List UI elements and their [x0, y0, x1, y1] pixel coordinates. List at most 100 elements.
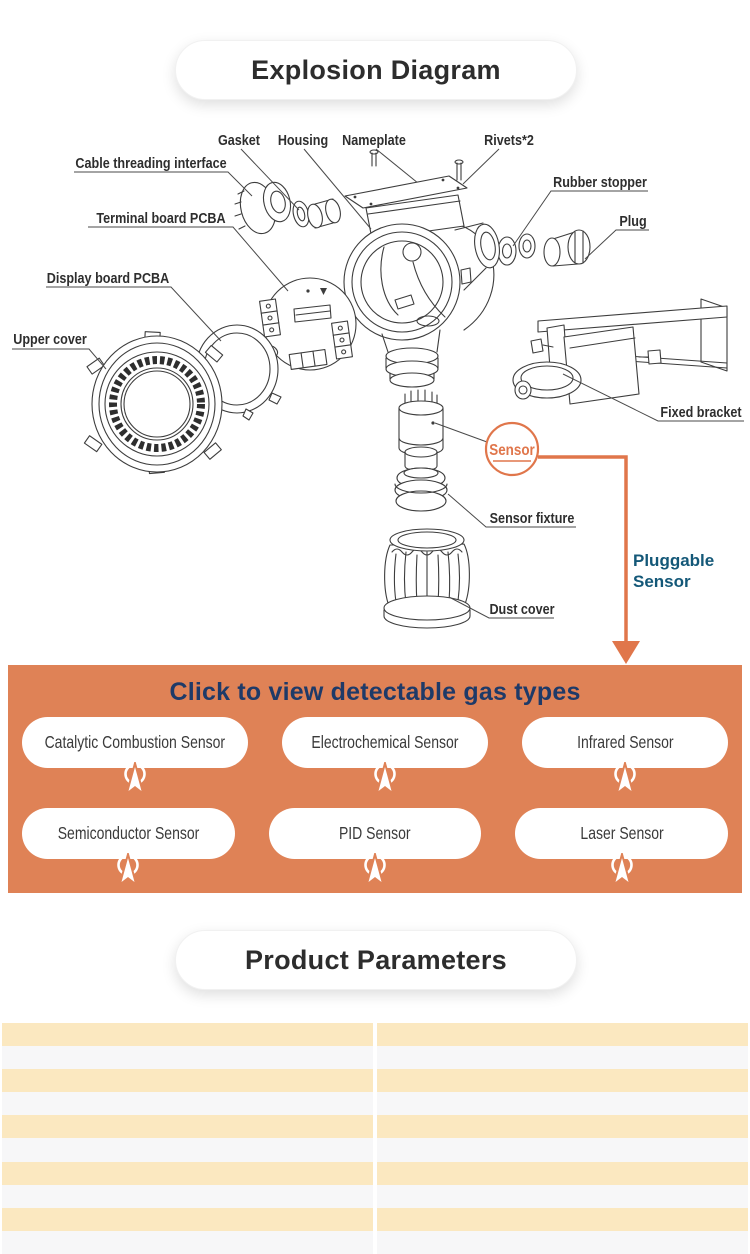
label-pluggable-sensor-line2: Sensor — [633, 572, 691, 591]
terminal-board-pcba-drawing — [259, 277, 357, 371]
table-cell — [377, 1115, 748, 1139]
arrow-down-icon — [612, 641, 640, 664]
label-sensor-fixture: Sensor fixture — [490, 509, 575, 526]
click-icon — [117, 853, 140, 888]
label-housing: Housing — [278, 131, 328, 148]
label-dust-cover: Dust cover — [489, 600, 555, 617]
click-icon — [364, 853, 386, 888]
table-row — [2, 1161, 748, 1185]
label-plug: Plug — [619, 212, 646, 229]
callout-lines — [12, 148, 744, 619]
spacer-cylinder-drawing — [307, 198, 341, 229]
table-row — [2, 1184, 748, 1208]
table-row — [2, 1046, 748, 1070]
table-row — [2, 1115, 748, 1139]
sensor-button-pid[interactable]: PID Sensor — [268, 808, 482, 859]
table-cell — [2, 1138, 373, 1162]
table-cell — [2, 1069, 373, 1093]
column-divider — [373, 1207, 377, 1231]
click-icon — [373, 762, 396, 797]
sensor-fixture-drawing — [394, 467, 448, 512]
gas-panel-heading: Click to view detectable gas types — [169, 678, 581, 706]
label-fixed-bracket: Fixed bracket — [660, 403, 742, 420]
table-cell — [377, 1023, 748, 1047]
parameters-table — [2, 1023, 748, 1254]
rubber-stopper-drawing — [497, 233, 536, 266]
sensor-button-electrochemical[interactable]: Electrochemical Sensor — [281, 717, 488, 768]
nameplate-drawing — [344, 175, 468, 209]
label-cable-threading-interface: Cable threading interface — [75, 154, 226, 171]
column-divider — [373, 1069, 377, 1093]
gas-button-cell: Catalytic Combustion Sensor — [22, 717, 248, 798]
section-title-explosion-diagram: Explosion Diagram — [175, 40, 577, 100]
column-divider — [373, 1230, 377, 1254]
table-cell — [377, 1092, 748, 1116]
sensor-button-laser[interactable]: Laser Sensor — [515, 808, 729, 859]
diagram-labels: Gasket Housing Nameplate Rivets*2 Cable … — [13, 131, 742, 617]
gas-button-cell: Electrochemical Sensor — [281, 717, 488, 798]
column-divider — [373, 1184, 377, 1208]
table-row — [2, 1092, 748, 1116]
table-cell — [2, 1046, 373, 1070]
table-row — [2, 1230, 748, 1254]
gas-button-cell: PID Sensor — [268, 808, 482, 889]
label-display-board-pcba: Display board PCBA — [47, 269, 169, 286]
table-cell — [377, 1207, 748, 1231]
column-divider — [373, 1046, 377, 1070]
click-icon — [124, 762, 146, 797]
section-title-product-parameters: Product Parameters — [175, 930, 577, 990]
dust-cover-drawing — [383, 528, 471, 629]
label-sensor: Sensor — [489, 442, 535, 459]
sensor-button-infrared[interactable]: Infrared Sensor — [521, 717, 728, 768]
gas-button-cell: Infrared Sensor — [521, 717, 728, 798]
cable-gland-drawing — [234, 181, 292, 235]
table-cell — [377, 1230, 748, 1254]
table-cell — [2, 1230, 373, 1254]
section-title-text: Explosion Diagram — [251, 54, 501, 85]
sensor-callout — [484, 421, 640, 664]
label-rivets: Rivets*2 — [484, 131, 534, 148]
table-cell — [2, 1184, 373, 1208]
plug-drawing — [543, 229, 591, 267]
table-row — [2, 1023, 748, 1047]
click-icon — [610, 853, 633, 888]
column-divider — [373, 1161, 377, 1185]
label-terminal-board-pcba: Terminal board PCBA — [96, 209, 225, 226]
upper-cover-drawing — [83, 331, 224, 475]
table-cell — [377, 1138, 748, 1162]
sensor-button-catalytic-combustion[interactable]: Catalytic Combustion Sensor — [22, 717, 248, 768]
label-gasket: Gasket — [218, 131, 260, 148]
sensor-button-semiconductor[interactable]: Semiconductor Sensor — [22, 808, 235, 859]
table-cell — [2, 1023, 373, 1047]
click-icon — [614, 762, 636, 797]
table-row — [2, 1069, 748, 1093]
housing-drawing — [343, 194, 500, 341]
column-divider — [373, 1023, 377, 1047]
label-nameplate: Nameplate — [342, 131, 406, 148]
column-divider — [373, 1138, 377, 1162]
gas-button-cell: Laser Sensor — [515, 808, 729, 889]
label-pluggable-sensor-line1: Pluggable — [633, 551, 714, 570]
table-cell — [377, 1069, 748, 1093]
gas-button-row-2: Semiconductor Sensor PID Sensor Laser Se… — [8, 808, 742, 889]
fixed-bracket-drawing — [512, 298, 728, 405]
explosion-diagram-illustration: Gasket Housing Nameplate Rivets*2 Cable … — [12, 131, 744, 664]
label-rubber-stopper: Rubber stopper — [553, 173, 647, 190]
rivets-drawing — [369, 149, 464, 181]
sensor-drawing — [398, 389, 444, 472]
section-title-text: Product Parameters — [244, 944, 507, 975]
label-upper-cover: Upper cover — [13, 330, 87, 347]
gas-types-panel: Click to view detectable gas types Catal… — [8, 665, 742, 893]
table-row — [2, 1207, 748, 1231]
column-divider — [373, 1092, 377, 1116]
table-cell — [2, 1115, 373, 1139]
table-cell — [2, 1207, 373, 1231]
gas-button-row-1: Catalytic Combustion Sensor Electrochemi… — [8, 717, 742, 798]
table-cell — [2, 1161, 373, 1185]
table-cell — [377, 1161, 748, 1185]
housing-neck-drawing — [381, 329, 441, 388]
gas-button-cell: Semiconductor Sensor — [22, 808, 235, 889]
table-cell — [377, 1046, 748, 1070]
table-row — [2, 1138, 748, 1162]
